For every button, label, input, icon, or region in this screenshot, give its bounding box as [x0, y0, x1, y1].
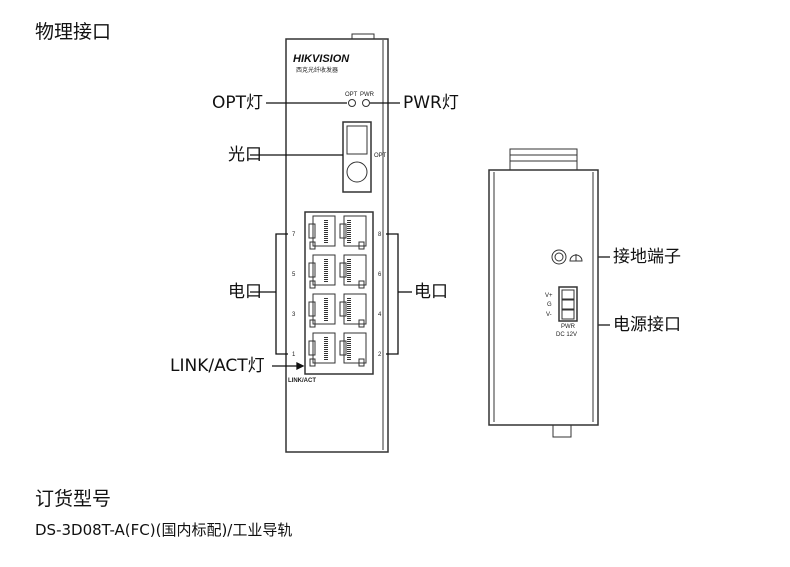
rj45-port — [308, 332, 336, 367]
side-view: V+ G V- PWR DC 12V — [488, 148, 599, 438]
page-title: 物理接口 — [35, 21, 112, 43]
led-pwr-label: PWR — [360, 92, 375, 98]
callout-ground: 接地端子 — [613, 247, 681, 267]
svg-text:2: 2 — [378, 352, 382, 358]
svg-text:6: 6 — [378, 272, 382, 278]
front-view: HIKVISION 西克光纤收发器 OPT PWR OPT 7 5 3 1 8 … — [285, 33, 389, 453]
rj45-port-block — [304, 211, 374, 375]
link-act-label: LINK/ACT — [288, 378, 316, 384]
device-subtitle: 西克光纤收发器 — [296, 66, 338, 74]
brand-logo: HIKVISION — [293, 53, 350, 65]
svg-text:7: 7 — [292, 232, 296, 238]
pwr-led-icon — [362, 99, 370, 107]
rj45-port — [339, 332, 367, 367]
ground-screw-icon — [551, 249, 567, 265]
svg-text:8: 8 — [378, 232, 382, 238]
callout-power: 电源接口 — [613, 315, 681, 335]
optical-port — [342, 121, 372, 193]
rj45-port — [308, 254, 336, 289]
callout-electrical-port-right: 电口 — [414, 282, 448, 302]
order-heading: 订货型号 — [35, 488, 112, 510]
opt-led-icon — [348, 99, 356, 107]
svg-text:DC 12V: DC 12V — [556, 332, 577, 338]
svg-text:4: 4 — [378, 312, 382, 318]
callout-link-act-led: LINK/ACT灯 — [170, 356, 265, 376]
rj45-port — [339, 293, 367, 328]
svg-text:PWR: PWR — [561, 324, 576, 330]
svg-text:G: G — [547, 302, 552, 308]
svg-text:3: 3 — [292, 312, 296, 318]
led-opt-label: OPT — [345, 92, 358, 98]
svg-text:1: 1 — [292, 352, 296, 358]
callout-optical-port: 光口 — [228, 145, 262, 165]
svg-text:V-: V- — [546, 312, 552, 318]
power-terminal — [558, 286, 578, 322]
svg-text:5: 5 — [292, 272, 296, 278]
rj45-port — [339, 254, 367, 289]
callout-pwr-led: PWR灯 — [403, 93, 459, 113]
callout-opt-led: OPT灯 — [212, 93, 264, 113]
rj45-port — [308, 293, 336, 328]
rj45-port — [339, 215, 367, 250]
ground-symbol-icon — [569, 254, 583, 262]
svg-text:V+: V+ — [545, 293, 553, 299]
order-model: DS-3D08T-A(FC)(国内标配)/工业导轨 — [35, 521, 293, 539]
callout-electrical-port-left: 电口 — [228, 282, 262, 302]
opt-port-label: OPT — [374, 153, 387, 159]
rj45-port — [308, 215, 336, 250]
